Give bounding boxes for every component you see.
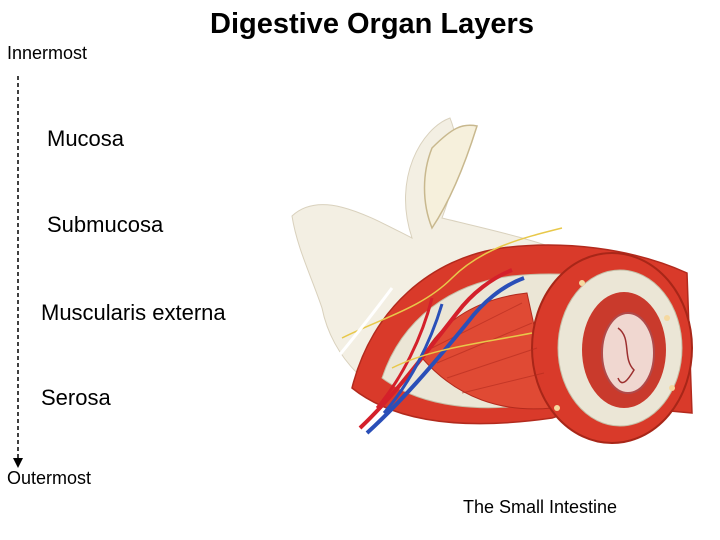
layer-label-muscularis-externa: Muscularis externa: [41, 300, 226, 326]
innermost-label: Innermost: [7, 43, 87, 64]
small-intestine-illustration: [282, 108, 712, 463]
depth-arrow: [10, 76, 26, 468]
outermost-label: Outermost: [7, 468, 91, 489]
illustration-caption: The Small Intestine: [463, 497, 617, 518]
layer-label-serosa: Serosa: [41, 385, 111, 411]
diagram-title: Digestive Organ Layers: [0, 8, 720, 41]
layer-label-mucosa: Mucosa: [47, 126, 124, 152]
layer-label-submucosa: Submucosa: [47, 212, 163, 238]
